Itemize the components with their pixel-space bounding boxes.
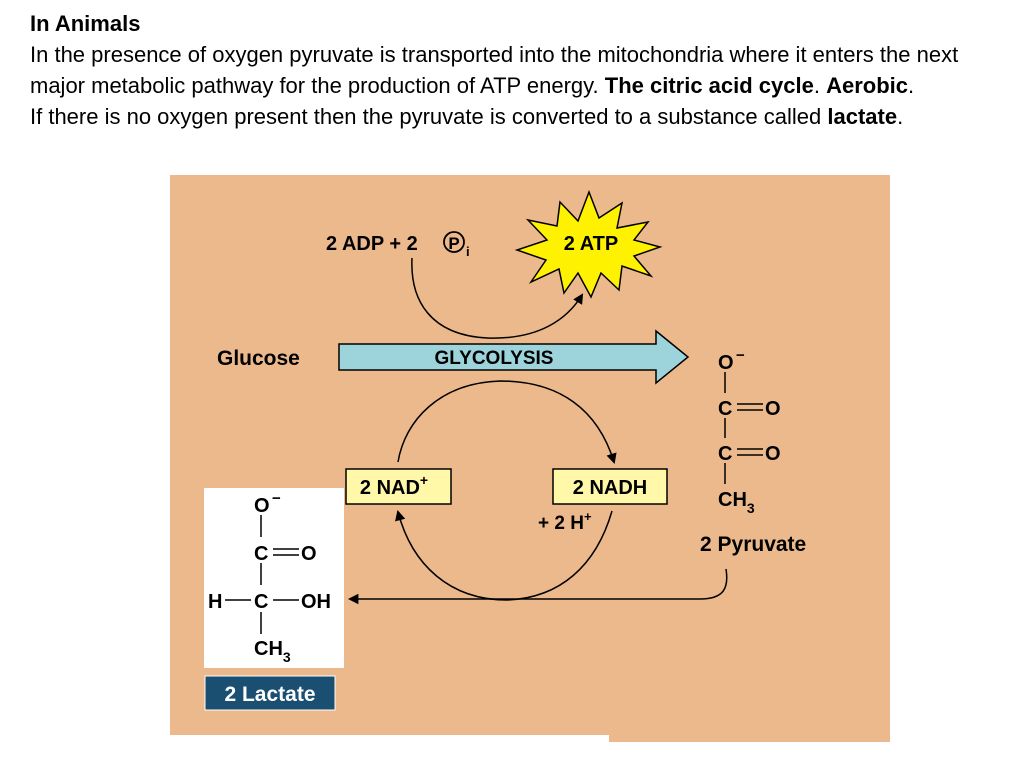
lactate-subscript: 3 <box>283 649 291 665</box>
h-plus-charge: + <box>584 509 592 524</box>
nad-reduction-arrow <box>397 380 617 465</box>
pyruvate-c1: C <box>718 398 732 420</box>
pyruvate-ch: CH <box>718 489 747 511</box>
paragraph-anaerobic-text: If there is no oxygen present then the p… <box>30 104 828 129</box>
pyruvate-o1: O <box>765 398 781 420</box>
paragraph-anaerobic: If there is no oxygen present then the p… <box>30 101 990 132</box>
pyruvate-c2: C <box>718 443 732 465</box>
pyruvate-to-lactate-arrow <box>347 568 728 605</box>
nad-regeneration-arrow <box>395 509 613 601</box>
glycolysis-arrow <box>338 329 690 385</box>
atp-starburst <box>514 189 663 299</box>
pyruvate-subscript: 3 <box>747 500 755 516</box>
paragraph-aerobic: In the presence of oxygen pyruvate is tr… <box>30 39 990 101</box>
lactate-label: 2 Lactate <box>224 683 315 706</box>
lactate-c2: C <box>254 591 268 613</box>
separator: . <box>813 73 827 98</box>
pyruvate-o2: O <box>765 443 781 465</box>
glucose-label: Glucose <box>217 347 300 370</box>
nad-text: 2 NAD <box>360 477 420 499</box>
lactate-minus: − <box>272 490 281 507</box>
lactate-label-box <box>204 675 336 711</box>
nadh-label: 2 NADH <box>573 477 647 499</box>
lactate-ch3: CH3 <box>254 638 291 665</box>
pyruvate-label: 2 Pyruvate <box>700 533 806 556</box>
pyruvate-ch3: CH3 <box>718 489 755 516</box>
pyruvate-structure: O − C O C O CH3 <box>718 347 781 516</box>
lactate-o-minus: O <box>254 495 270 517</box>
period: . <box>897 104 904 129</box>
lactate-structure-box <box>204 488 344 668</box>
text-block: In Animals In the presence of oxygen pyr… <box>30 8 990 132</box>
nad-label: 2 NAD+ <box>360 472 428 499</box>
nad-box <box>345 468 452 505</box>
nadh-box <box>552 468 668 505</box>
citric-acid-cycle-term: The citric acid cycle <box>604 73 814 98</box>
atp-formation-arrow <box>411 257 584 339</box>
pyruvate-o-minus: O <box>718 352 734 374</box>
atp-label: 2 ATP <box>564 233 618 255</box>
lactate-h: H <box>208 591 222 613</box>
lactate-o1: O <box>301 543 317 565</box>
heading: In Animals <box>30 11 141 36</box>
h-plus-text: + 2 H <box>538 513 584 534</box>
glycolysis-label: GLYCOLYSIS <box>435 348 554 369</box>
phosphate-circle <box>443 231 465 253</box>
paragraph-aerobic-text: In the presence of oxygen pyruvate is tr… <box>30 42 959 98</box>
h-plus-label: + 2 H+ <box>538 509 592 534</box>
nad-charge: + <box>420 472 428 488</box>
phosphate-symbol: P <box>448 234 459 253</box>
pyruvate-minus: − <box>736 347 745 364</box>
period: . <box>908 73 915 98</box>
adp-label: 2 ADP + 2 <box>326 233 418 255</box>
lactate-ch: CH <box>254 638 283 660</box>
phosphate-subscript: i <box>466 244 470 259</box>
lactate-structure: O − C O H C OH CH3 <box>208 490 331 665</box>
aerobic-term: Aerobic <box>826 73 909 98</box>
lactate-term: lactate <box>827 104 898 129</box>
lactate-c1: C <box>254 543 268 565</box>
lactate-oh: OH <box>301 591 331 613</box>
